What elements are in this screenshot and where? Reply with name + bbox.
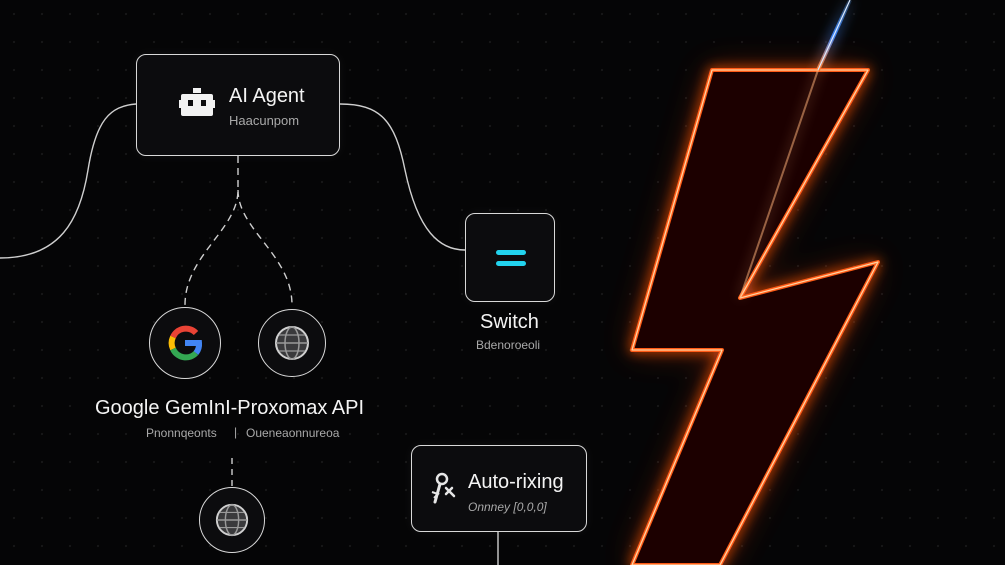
gemini-subtitle-left: Pnonnqeonts <box>146 426 217 440</box>
globe-icon <box>275 326 309 360</box>
switch-subtitle: Bdenoroeoli <box>476 338 541 352</box>
ai-agent-title: AI Agent <box>229 85 305 107</box>
auto-fixing-node[interactable]: Auto-rixing Onnney [0,0,0] <box>411 445 587 532</box>
gemini-subtitle-separator: | <box>234 425 238 439</box>
switch-icon <box>496 250 526 266</box>
switch-title: Switch <box>480 311 539 333</box>
wire-agent-to-proxmox <box>237 189 293 306</box>
globe-icon <box>215 503 249 537</box>
gemini-proxmox-title: Google GemInI-Proxomax API <box>95 397 365 419</box>
gemini-node[interactable] <box>149 307 221 379</box>
wire-agent-to-gemini <box>184 156 239 306</box>
google-g-icon <box>168 325 203 361</box>
robot-icon <box>179 88 215 116</box>
wire-left-to-agent <box>0 103 137 259</box>
bottom-globe-node[interactable] <box>199 487 265 553</box>
gemini-subtitle-right: Oueneaonnureoa <box>246 426 340 440</box>
auto-fixing-subtitle: Onnney [0,0,0] <box>468 500 547 514</box>
wire-agent-to-switch <box>339 103 466 251</box>
wrench-icon <box>431 472 456 504</box>
proxmox-node[interactable] <box>258 309 326 377</box>
switch-node[interactable] <box>465 213 555 302</box>
ai-agent-subtitle: Haacunpom <box>229 113 300 128</box>
auto-fixing-title: Auto-rixing <box>468 471 564 493</box>
ai-agent-node[interactable]: AI Agent Haacunpom <box>136 54 340 156</box>
